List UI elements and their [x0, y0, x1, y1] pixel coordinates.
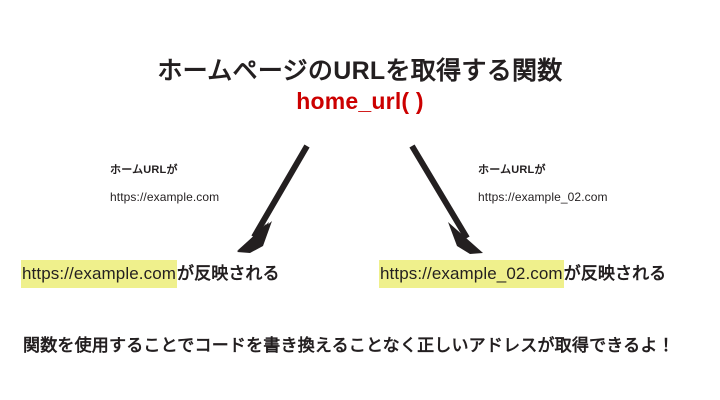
- right-arrow-icon: [409, 144, 483, 254]
- left-result-suffix: が反映される: [177, 264, 280, 283]
- function-name-label: home_url( ): [296, 88, 424, 114]
- left-annotation-url: https://example.com: [110, 190, 220, 204]
- right-annotation-heading: ホームURLが: [478, 164, 546, 176]
- left-annotation-heading: ホームURLが: [110, 164, 178, 176]
- right-result-url: https://example_02.com: [379, 260, 564, 288]
- page-title: ホームページのURLを取得する関数: [157, 57, 563, 85]
- left-arrow-icon: [237, 144, 310, 253]
- right-result-line: https://example_02.comが反映される: [379, 259, 667, 288]
- bottom-caption: 関数を使用することでコードを書き換えることなく正しいアドレスが取得できるよ！: [23, 336, 675, 355]
- right-annotation-url: https://example_02.com: [478, 190, 608, 204]
- right-result-suffix: が反映される: [563, 264, 667, 283]
- left-result-line: https://example.comが反映される: [21, 259, 280, 288]
- left-result-url: https://example.com: [21, 260, 178, 288]
